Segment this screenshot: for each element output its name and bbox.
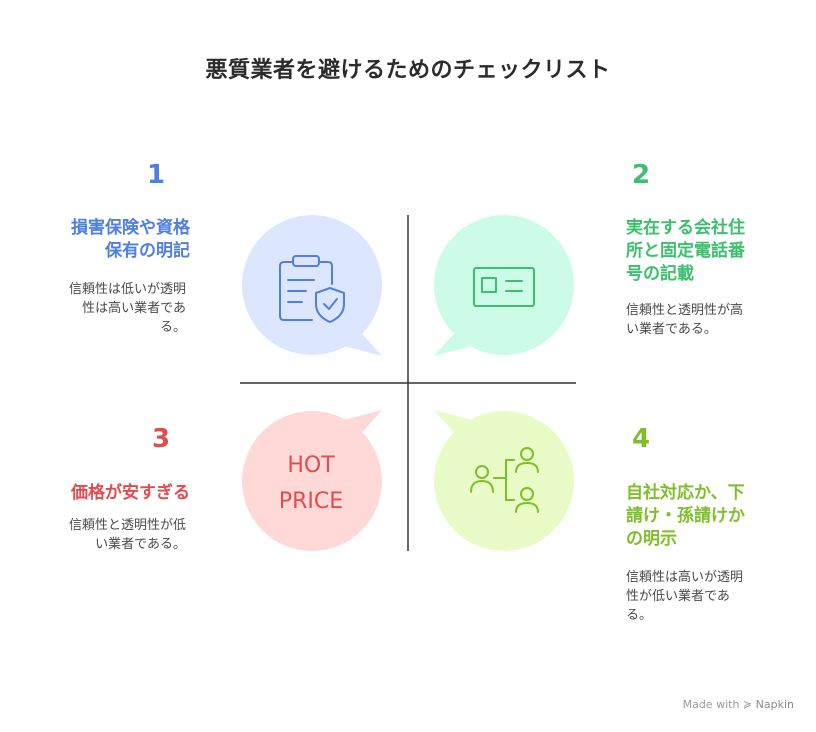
item-1-desc-line: 性は高い業者であ: [82, 301, 186, 316]
hot-price-line-1: HOT: [287, 453, 335, 478]
item-4-description: 信頼性は高いが透明 性が低い業者であ る。: [626, 568, 743, 625]
item-3-desc-line: 信頼性と透明性が低: [68, 518, 186, 533]
item-2-number: 2: [632, 160, 651, 190]
made-with-label: Made with: [682, 698, 740, 711]
item-2-heading-line: 所と固定電話番: [626, 241, 745, 261]
napkin-brand: Napkin: [755, 698, 794, 711]
item-4-desc-line: 信頼性は高いが透明: [626, 570, 744, 585]
item-1-desc-line: 信頼性は低いが透明: [68, 282, 186, 297]
item-4-heading-line: 自社対応か、下: [626, 483, 745, 503]
item-2-heading-line: 号の記載: [626, 264, 694, 284]
id-card-icon: [473, 267, 535, 307]
item-2-heading: 実在する会社住 所と固定電話番 号の記載: [626, 217, 745, 286]
item-2-desc-line: 信頼性と透明性が高: [626, 303, 744, 318]
item-3-heading: 価格が安すぎる: [71, 482, 190, 505]
napkin-logo-icon: ≽: [742, 698, 753, 711]
org-chart-icon: [470, 447, 539, 513]
item-4-heading-line: の明示: [626, 529, 677, 549]
item-1-heading-line: 保有の明記: [105, 241, 190, 261]
clipboard-shield-icon: [279, 255, 345, 323]
item-2-desc-line: い業者である。: [626, 322, 717, 337]
item-1-heading-line: 損害保険や資格: [71, 218, 190, 238]
bubble-1: [242, 215, 382, 356]
item-1-number: 1: [147, 160, 166, 190]
item-3-heading-line: 価格が安すぎる: [71, 483, 190, 503]
item-3-number: 3: [152, 424, 171, 454]
item-4-number: 4: [632, 424, 651, 454]
item-2-heading-line: 実在する会社住: [626, 218, 745, 238]
item-4-heading-line: 請け・孫請けか: [626, 506, 745, 526]
bubble-2: [434, 215, 574, 356]
item-4-desc-line: 性が低い業者であ: [626, 589, 730, 604]
item-2-description: 信頼性と透明性が高 い業者である。: [626, 301, 743, 339]
hot-price-icon: HOT PRICE: [279, 453, 343, 514]
page-title: 悪質業者を避けるためのチェックリスト: [205, 58, 611, 83]
footer: Made with ≽ Napkin: [683, 698, 794, 711]
hot-price-line-2: PRICE: [279, 489, 343, 514]
item-1-description: 信頼性は低いが透明 性は高い業者であ る。: [69, 280, 186, 337]
item-4-desc-line: る。: [626, 608, 653, 623]
bubble-3: [242, 410, 382, 551]
item-1-desc-line: る。: [159, 320, 186, 335]
bubble-4: [434, 410, 574, 551]
item-3-description: 信頼性と透明性が低 い業者である。: [69, 516, 186, 554]
item-4-heading: 自社対応か、下 請け・孫請けか の明示: [626, 482, 745, 551]
item-3-desc-line: い業者である。: [95, 537, 186, 552]
item-1-heading: 損害保険や資格 保有の明記: [71, 217, 190, 263]
